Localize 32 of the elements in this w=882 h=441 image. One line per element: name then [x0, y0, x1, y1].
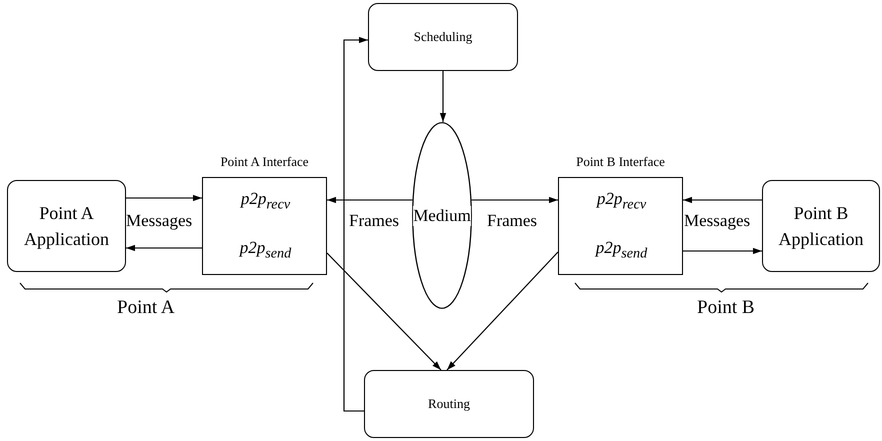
flow-label: Frames: [487, 211, 538, 231]
group-label: Point A: [117, 297, 175, 319]
box-label: Point A Application: [23, 202, 110, 251]
box-label: Point B Application: [778, 202, 864, 251]
group-label: Point B: [697, 297, 755, 319]
arrow: [327, 196, 412, 204]
variable-label: p2p$_{recv}$: [240, 189, 290, 214]
flow-label: Frames: [349, 211, 400, 231]
flow-label: Messages: [684, 211, 750, 231]
process-box: [364, 370, 534, 438]
box-label: Scheduling: [414, 29, 472, 45]
arrow: [440, 71, 446, 122]
arrow: [326, 252, 442, 370]
application-box: [762, 180, 880, 272]
ellipse-label: Medium: [413, 206, 471, 226]
arrow: [126, 194, 202, 202]
variable-label: p2p$_{send}$: [240, 238, 292, 263]
box-label: Routing: [428, 396, 470, 412]
arrow: [343, 36, 368, 412]
arrow: [683, 248, 762, 254]
arrow: [472, 196, 558, 204]
process-box: [368, 3, 518, 71]
box-heading: Point B Interface: [575, 154, 666, 170]
arrow: [446, 252, 558, 370]
arrow: [683, 196, 762, 204]
variable-label: p2p$_{send}$: [596, 238, 648, 263]
arrow: [126, 244, 202, 252]
medium-ellipse: [412, 122, 472, 309]
box-heading: Point A Interface: [219, 154, 310, 170]
application-box: [7, 180, 126, 272]
variable-label: p2p$_{recv}$: [596, 189, 646, 214]
flow-label: Messages: [126, 211, 192, 231]
